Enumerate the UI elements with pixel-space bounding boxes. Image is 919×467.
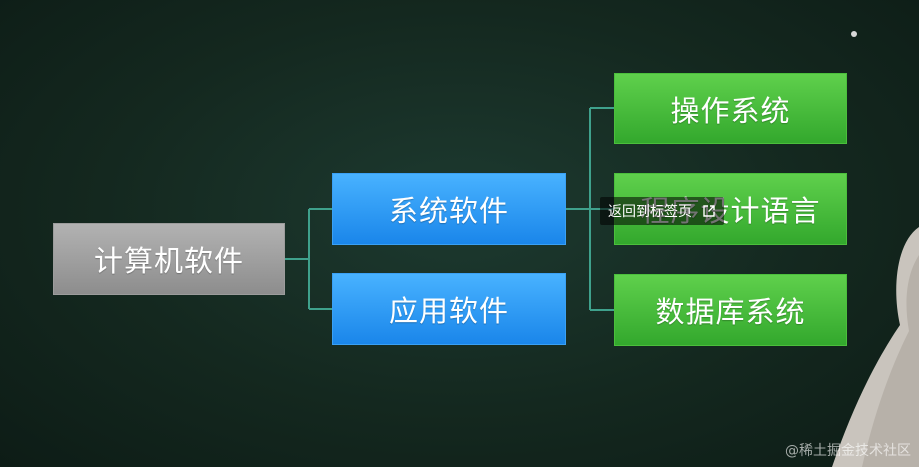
node-computer-software: 计算机软件: [53, 223, 285, 295]
tooltip-text: 返回到标签页: [608, 204, 692, 220]
presenter-figure: [832, 227, 919, 467]
node-application-software: 应用软件: [332, 273, 566, 345]
node-database-system: 数据库系统: [614, 274, 847, 346]
watermark: @稀土掘金技术社区: [785, 443, 911, 459]
node-label: 系统软件: [388, 194, 509, 228]
node-label: 计算机软件: [93, 244, 244, 278]
node-operating-system: 操作系统: [614, 73, 847, 144]
return-to-tab-tooltip[interactable]: 返回到标签页: [600, 197, 724, 225]
node-system-software: 系统软件: [332, 173, 566, 245]
indicator-dot: [851, 31, 857, 37]
node-label: 应用软件: [388, 294, 509, 328]
node-label: 操作系统: [670, 93, 791, 128]
node-label: 数据库系统: [655, 295, 806, 329]
external-link-icon: [702, 204, 716, 218]
